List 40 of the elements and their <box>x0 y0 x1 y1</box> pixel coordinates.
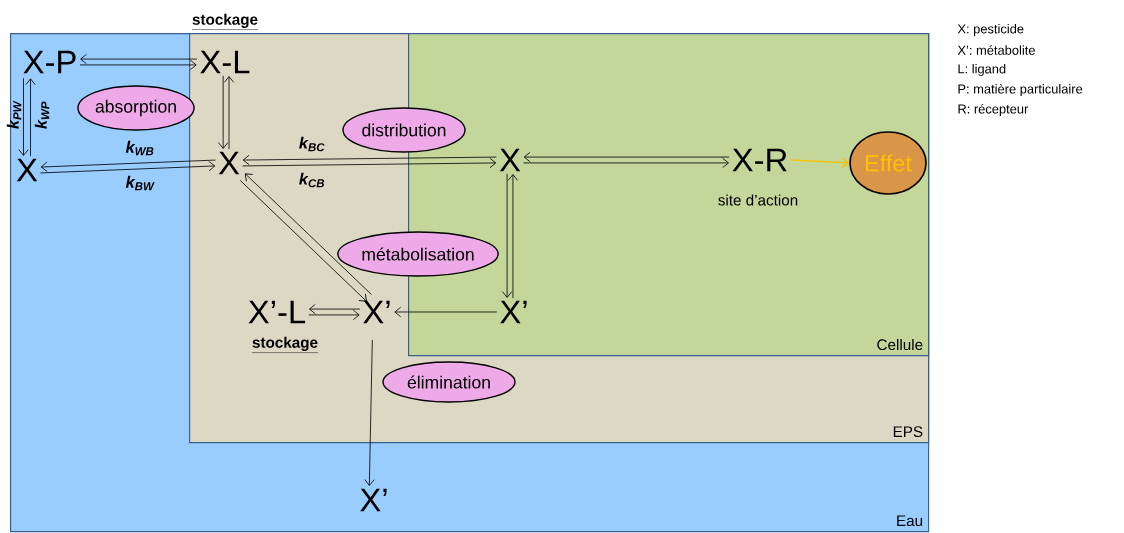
species-label: X-P <box>23 50 76 74</box>
arrow <box>239 179 367 302</box>
species-label: X’-L <box>248 300 306 324</box>
arrow <box>507 174 519 299</box>
arrow <box>25 78 36 157</box>
arrow <box>364 339 375 486</box>
species-label: X’ <box>360 488 387 512</box>
species-label: X-R <box>732 148 787 172</box>
arrow <box>501 173 513 298</box>
rate-constant: k$_{WB}$ <box>125 140 154 156</box>
storage-caption: stockage <box>191 13 259 30</box>
species-label: X’ <box>363 300 390 324</box>
arrow <box>394 306 498 318</box>
arrow <box>223 76 235 150</box>
rate-constant: k$_{BW}$ <box>125 175 155 191</box>
storage-caption: stockage <box>251 336 319 353</box>
arrow <box>309 303 361 315</box>
key-text: R: récepteur <box>958 103 1029 117</box>
key-text: X: pesticide <box>957 24 1024 36</box>
site-caption: site d’action <box>718 194 798 206</box>
arrow <box>523 151 730 163</box>
rate-constant: k$_{CB}$ <box>299 172 325 188</box>
arrow <box>218 75 229 149</box>
arrow <box>523 157 729 168</box>
arrow <box>79 59 197 70</box>
species-label: X-L <box>200 50 250 74</box>
arrow <box>80 53 198 65</box>
species-label: X’ <box>500 300 527 324</box>
species-label: X <box>218 151 240 175</box>
arrow <box>308 309 360 321</box>
species-label: X <box>499 148 521 172</box>
rate-constant: k$_{WP}$ <box>34 101 50 129</box>
arrow <box>244 173 372 296</box>
rate-constant: k$_{BC}$ <box>299 136 325 152</box>
key-text: X’: métabolite <box>957 45 1035 55</box>
key-text: P: matière particulaire <box>958 83 1083 97</box>
key-text: L: ligand <box>958 64 1006 76</box>
arrow <box>790 157 850 169</box>
species-label: X <box>16 158 38 182</box>
arrow <box>18 77 29 156</box>
